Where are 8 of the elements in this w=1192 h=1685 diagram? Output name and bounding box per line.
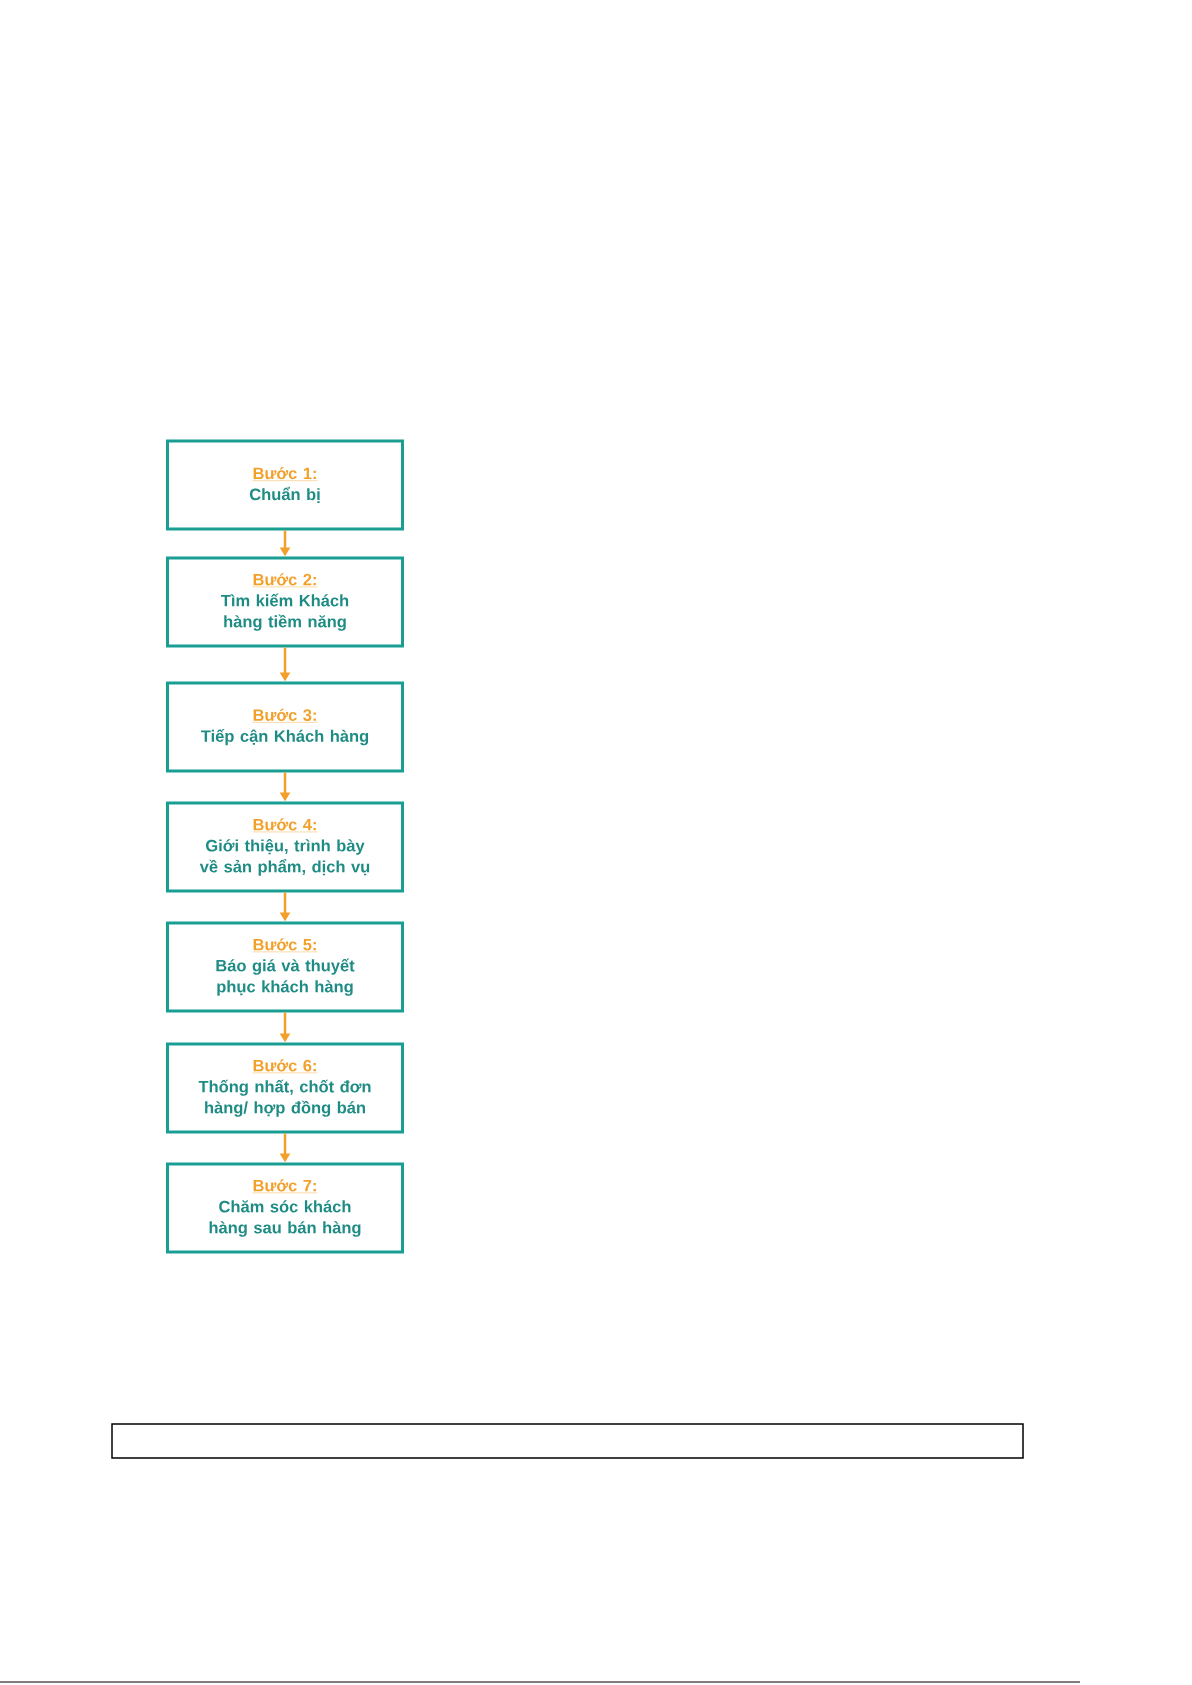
process-box: Bước 1: Chuẩn bị: [166, 439, 404, 531]
process-box: Bước 5: Báo giá và thuyết phục khách hàng: [166, 921, 404, 1013]
process-box: Bước 3: Tiếp cận Khách hàng: [166, 681, 404, 773]
process-box: Bước 6: Thống nhất, chốt đơn hàng/ hợp đồng bán: [166, 1042, 404, 1134]
process-box: Bước 7: Chăm sóc khách hàng sau bán hàng: [166, 1162, 404, 1254]
empty-box: [111, 1423, 1024, 1459]
process-box: Bước 2: Tìm kiếm Khách hàng tiềm năng: [166, 556, 404, 648]
process-box: Bước 4: Giới thiệu, trình bày về sản phẩm, dịch vụ: [166, 801, 404, 893]
